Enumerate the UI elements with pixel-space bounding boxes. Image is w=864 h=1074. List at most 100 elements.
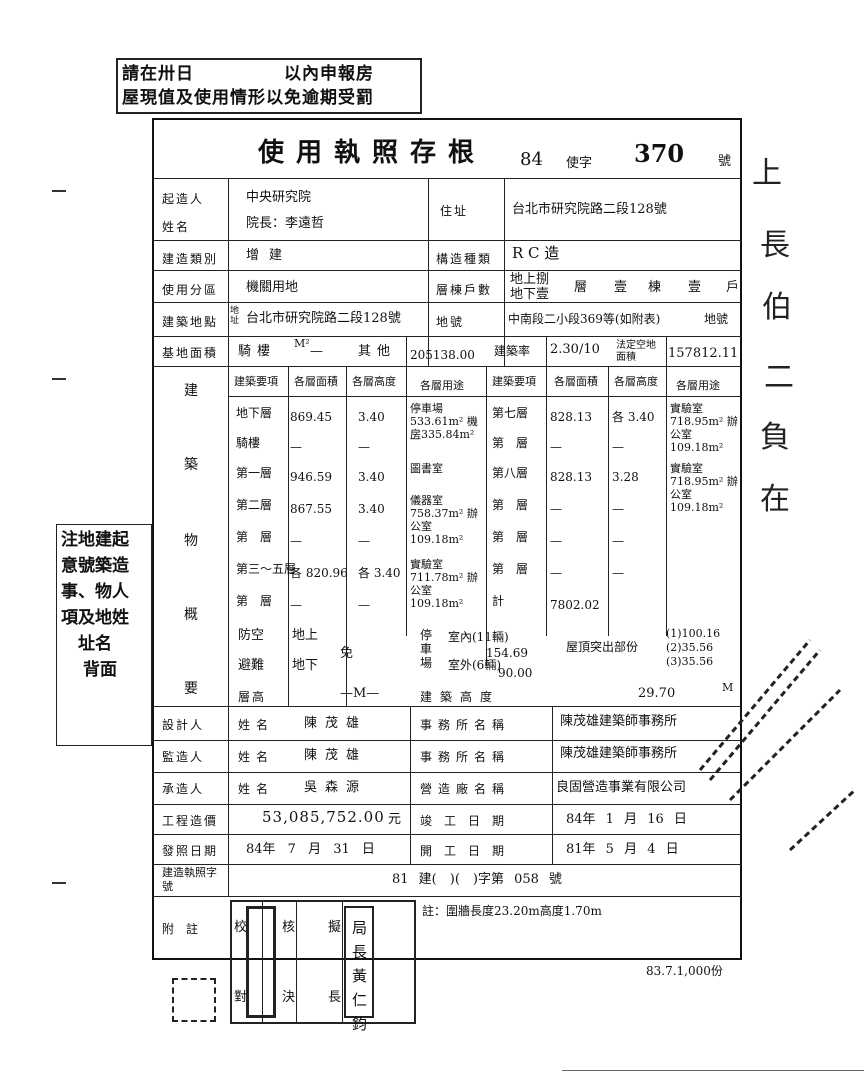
cost-unit: 元	[388, 812, 402, 827]
permit-prefix: 使字	[566, 156, 593, 171]
margin-mark: 在	[760, 482, 790, 517]
floor-use: 停車場533.61m² 機房335.84m²	[410, 402, 478, 441]
floor-name: 第 層	[492, 436, 529, 450]
label-applicant: 起造人	[162, 192, 205, 206]
floor-area: —	[550, 566, 562, 580]
col-header: 各層用途	[420, 379, 464, 392]
qilou-label: 騎樓	[238, 344, 277, 359]
build-height-unit: M	[722, 681, 734, 694]
bottom-divider	[562, 1070, 864, 1071]
designer-office: 陳茂雄建築師事務所	[560, 714, 678, 729]
roof-label: 屋頂突出部份	[566, 640, 639, 654]
label-contractor: 承造人	[162, 782, 205, 796]
side-note-back: 背面	[83, 660, 117, 680]
label-build-permit: 建造執照字號	[162, 866, 217, 893]
floor-area: 946.59	[290, 470, 332, 484]
designer-office-label: 事務所名稱	[420, 718, 511, 732]
floor-name: 第 層	[236, 594, 273, 608]
other-value: 205138.00	[410, 348, 475, 362]
print-info: 83.7.1,000份	[646, 964, 723, 978]
floor-height: 各 3.40	[358, 566, 401, 580]
floor-area: —	[550, 502, 562, 516]
floor-area: 869.45	[290, 410, 332, 424]
floor-name: 第三～五層	[236, 562, 297, 576]
margin-dash	[52, 190, 66, 192]
label-address: 住址	[440, 204, 469, 218]
margin-dash	[52, 882, 66, 884]
floor-area: 867.55	[290, 502, 332, 516]
floor-name: 第八層	[492, 466, 529, 480]
summary-label: 要	[184, 681, 200, 697]
build-type-value: 增建	[246, 248, 293, 263]
floor-use: 圖書室	[410, 462, 443, 475]
floor-name: 計	[492, 594, 505, 608]
permit-number: 370	[634, 139, 685, 168]
col-header: 各層高度	[614, 375, 658, 388]
evac-label: 避難	[238, 658, 265, 673]
page-title: 使用執照存根	[258, 138, 487, 168]
col-header: 建築要項	[234, 375, 278, 388]
margin-mark: 長	[760, 228, 790, 263]
parking-outdoor-value: 90.00	[498, 666, 533, 680]
label-structure: 構造種類	[436, 252, 493, 266]
floor-height: —	[612, 566, 624, 580]
label-cost: 工程造價	[162, 814, 219, 828]
done-label: 竣工日期	[420, 814, 517, 828]
applicant-address: 台北市研究院路二段128號	[512, 202, 667, 217]
floor-use: 儀器室 758.37m² 辦公室 109.18m²	[410, 494, 478, 546]
use-zone-value: 機關用地	[246, 280, 299, 295]
permit-suffix: 號	[718, 154, 732, 169]
story-height-label: 層高	[238, 690, 267, 704]
air-defense-below: 地下	[292, 658, 319, 673]
signature-block	[230, 900, 416, 1024]
floors-dong: 棟	[648, 280, 662, 295]
notice-line2: 屋現值及使用情形以免逾期受罰	[122, 88, 374, 108]
floors-ceng: 層	[574, 280, 588, 295]
floor-use: 實驗室 711.78m² 辦公室 109.18m²	[410, 558, 478, 610]
other-label: 其他	[358, 344, 397, 359]
floor-area: 各 820.96	[290, 566, 348, 580]
air-defense-label: 防空	[238, 628, 265, 643]
build-height-label: 建築高度	[420, 690, 501, 704]
supervisor-name: 陳茂雄	[304, 748, 368, 763]
sig-label: 核	[282, 920, 296, 935]
label-land-area: 基地面積	[162, 346, 219, 360]
side-note-line: 事、物人	[61, 582, 129, 602]
chief-seal: 局長 黃仁鈞	[344, 906, 374, 1033]
parking-label: 停車場	[420, 628, 433, 670]
structure-value: R C 造	[512, 244, 560, 262]
supervisor-name-label: 姓名	[238, 750, 275, 764]
side-note-line: 址名	[61, 634, 112, 654]
remarks-note: 註：圍牆長度23.20m高度1.70m	[422, 904, 602, 918]
sig-label: 長	[328, 990, 342, 1005]
site-address: 台北市研究院路二段128號	[246, 311, 401, 326]
sig-label: 決	[282, 990, 296, 1005]
applicant-org: 中央研究院	[246, 190, 312, 205]
floors-count: 壹	[614, 280, 628, 295]
permit-year: 84	[520, 149, 543, 170]
contractor-name: 吳森源	[304, 780, 368, 795]
floor-name: 第 層	[492, 530, 529, 544]
floor-use: 實驗室 718.95m² 辦公室 109.18m²	[670, 462, 738, 514]
margin-mark: 二	[764, 360, 794, 395]
supervisor-office-label: 事務所名稱	[420, 750, 511, 764]
done-date: 84年 1 月 16 日	[566, 812, 687, 827]
contractor-firm: 良固營造事業有限公司	[556, 780, 687, 795]
col-header: 各層面積	[294, 375, 338, 388]
floor-use: —	[410, 432, 421, 445]
supervisor-office: 陳茂雄建築師事務所	[560, 746, 678, 761]
chief-seal-text: 局長 黃仁鈞	[352, 919, 368, 1033]
floor-name: 第一層	[236, 466, 273, 480]
summary-label: 概	[184, 607, 200, 623]
margin-mark: 負	[760, 420, 790, 455]
site-lot: 中南段二小段369等(如附表)	[508, 312, 661, 326]
floor-use: 實驗室 718.95m² 辦公室 109.18m²	[670, 402, 738, 454]
floor-name: 第七層	[492, 406, 529, 420]
label-name: 姓名	[162, 220, 191, 234]
side-note-line: 注地建起	[61, 530, 129, 550]
story-height-value: —M—	[340, 686, 380, 701]
floors-hu: 戶	[726, 280, 740, 295]
roof-v1: (1)100.16	[666, 627, 721, 640]
floor-area: —	[290, 440, 302, 454]
floors-above: 地上捌	[510, 272, 550, 287]
